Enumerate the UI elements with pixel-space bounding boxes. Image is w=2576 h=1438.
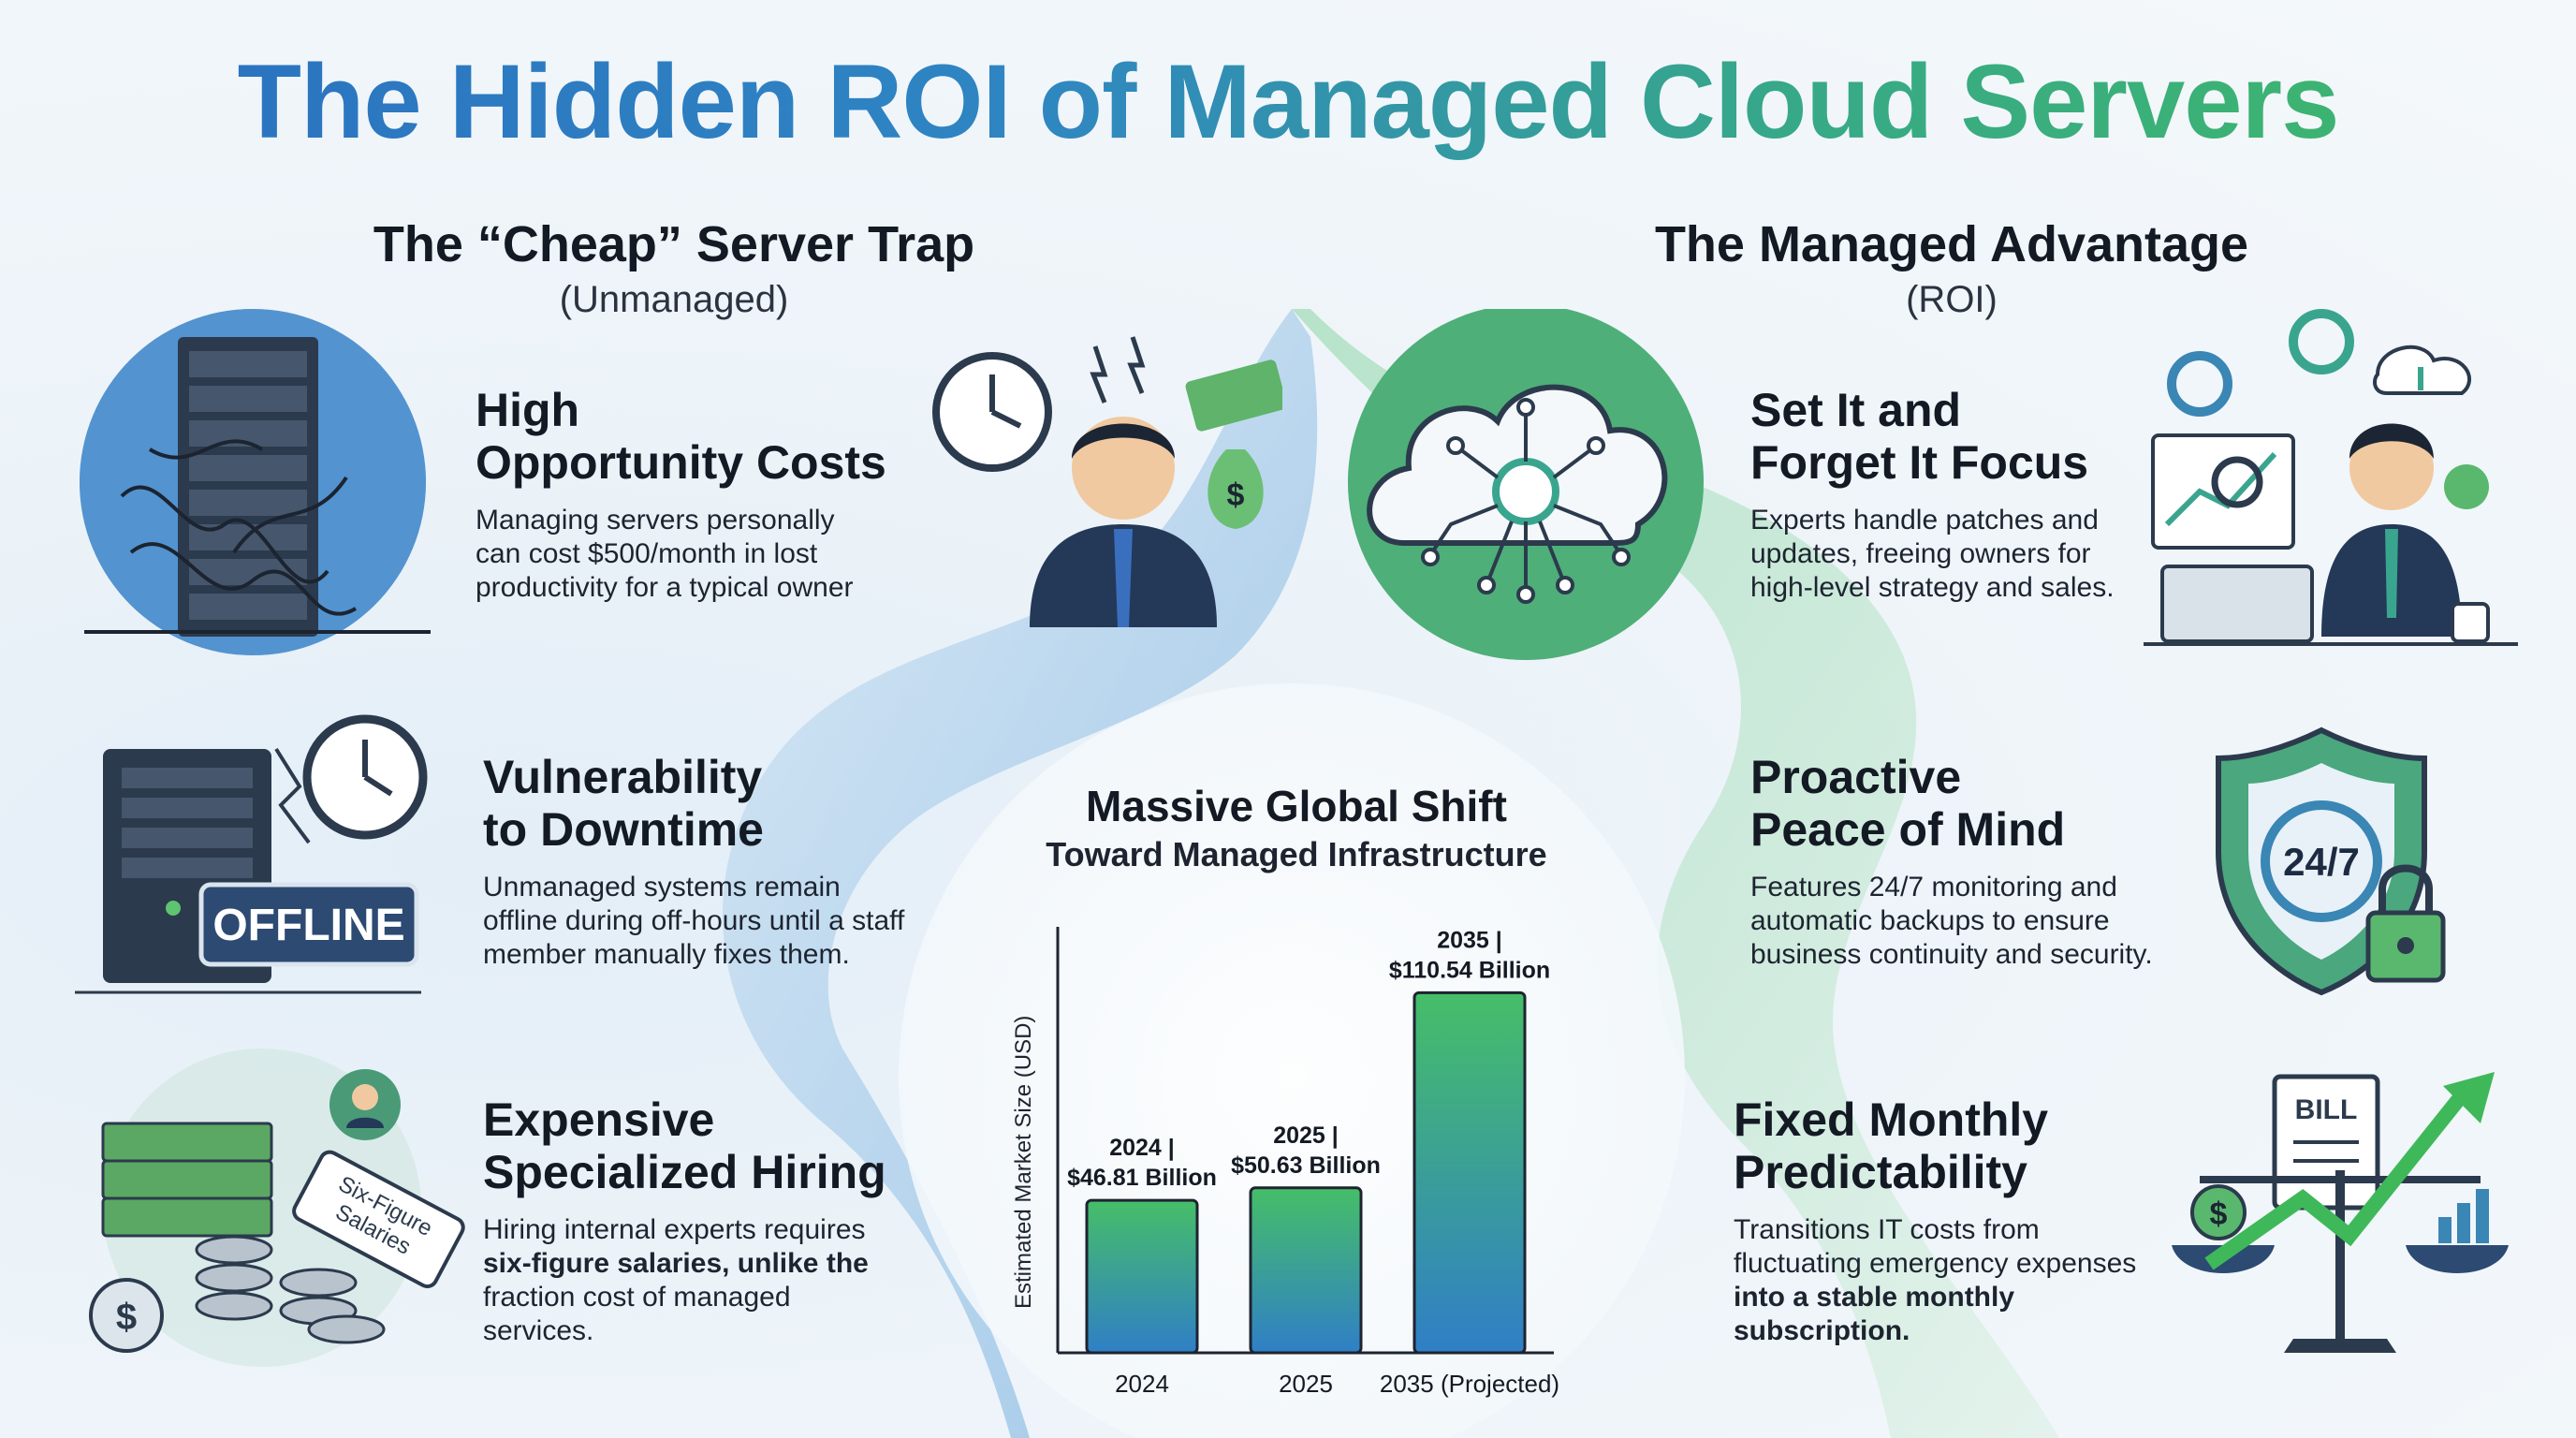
chart-title: Massive Global Shift bbox=[1086, 782, 1507, 830]
left-item-3-body: Hiring internal experts requires six-fig… bbox=[483, 1214, 869, 1346]
magnifier-icon bbox=[2211, 456, 2263, 508]
chart-bar-2025 bbox=[1249, 1186, 1363, 1355]
money-stacks-illustration: $ Six-Figure Salaries bbox=[89, 1049, 465, 1367]
left-subheading: (Unmanaged) bbox=[559, 279, 789, 320]
chart-x-tick-label: 2025 bbox=[1279, 1370, 1333, 1398]
laptop-icon bbox=[2160, 565, 2314, 643]
right-subheading: (ROI) bbox=[1906, 279, 1998, 320]
server-rack-illustration bbox=[80, 309, 431, 655]
processor-icon bbox=[1492, 458, 1559, 525]
chart-data-label: 2035 | bbox=[1437, 927, 1502, 953]
chart-data-label: 2024 | bbox=[1109, 1135, 1175, 1161]
page-title: The Hidden ROI of Managed Cloud Servers bbox=[0, 41, 2576, 162]
chart-bar-2035 bbox=[1412, 990, 1527, 1355]
chart-subtitle: Toward Managed Infrastructure bbox=[1046, 835, 1547, 873]
svg-text:BILL: BILL bbox=[2295, 1094, 2358, 1125]
right-heading: The Managed Advantage bbox=[1654, 216, 2249, 272]
chart-data-label: $110.54 Billion bbox=[1389, 957, 1550, 983]
right-item-3-body: Transitions IT costs from fluctuating em… bbox=[1734, 1214, 2137, 1346]
chart-data-label: 2025 | bbox=[1273, 1123, 1339, 1149]
offline-sign: OFFLINE bbox=[212, 901, 404, 950]
relaxed-businessman-illustration bbox=[2144, 309, 2518, 646]
svg-text:$: $ bbox=[116, 1297, 137, 1338]
chart-data-label: $46.81 Billion bbox=[1067, 1165, 1217, 1191]
market-size-bar-chart: 2024 | $46.81 Billion 2024 2025 | $50.63 Bil… bbox=[1056, 927, 1559, 1398]
svg-text:$: $ bbox=[2210, 1196, 2228, 1232]
chart-data-label: $50.63 Billion bbox=[1231, 1152, 1381, 1179]
offline-server-illustration: OFFLINE bbox=[75, 714, 428, 994]
balance-scale-illustration: BILL $ bbox=[2172, 1072, 2509, 1353]
svg-text:$: $ bbox=[1227, 477, 1245, 513]
coffee-cup-icon bbox=[2451, 602, 2490, 643]
shield-24-7-illustration: 24/7 bbox=[2216, 726, 2446, 996]
cloud-network-illustration bbox=[1348, 309, 1704, 660]
left-heading: The “Cheap” Server Trap bbox=[373, 216, 975, 272]
stressed-businessman-illustration: $ bbox=[932, 336, 1282, 627]
lock-icon bbox=[2444, 464, 2489, 509]
chart-x-tick-label: 2035 (Projected) bbox=[1380, 1370, 1559, 1398]
chart-bar-2024 bbox=[1085, 1198, 1199, 1355]
shield-label: 24/7 bbox=[2283, 840, 2360, 884]
chart-x-tick-label: 2024 bbox=[1115, 1370, 1169, 1398]
